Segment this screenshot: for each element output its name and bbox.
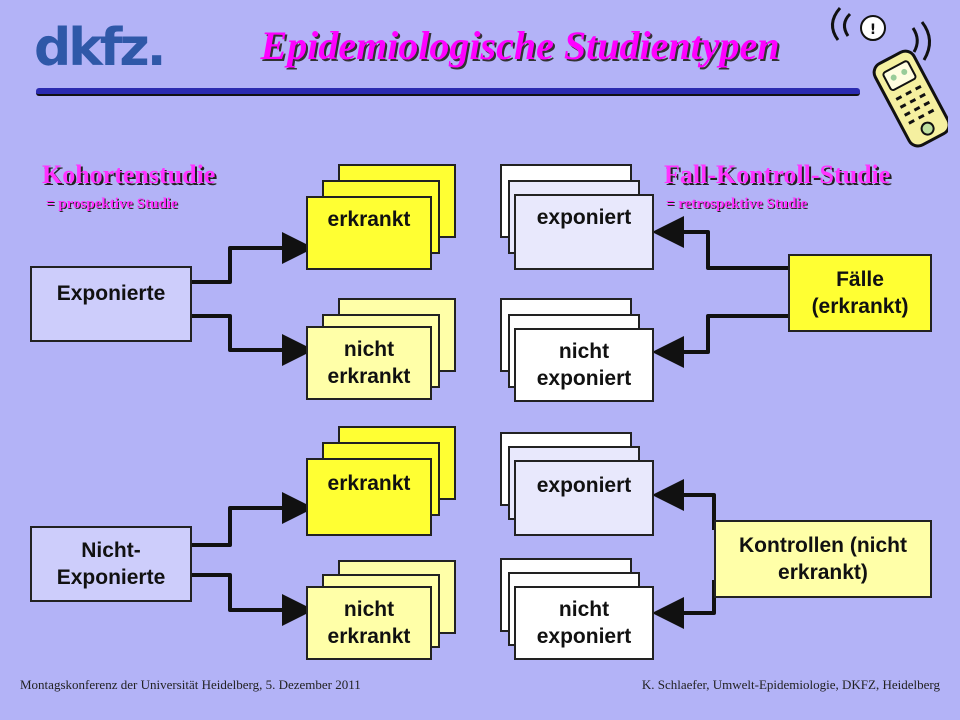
cohort-heading: Kohortenstudie	[42, 160, 216, 189]
exposed-box-cases: exponiert	[514, 194, 654, 270]
not-exposed-box-cases: nicht exponiert	[514, 328, 654, 402]
non-exposed-label: Nicht-Exponierte	[56, 538, 166, 589]
controls-group-box: Kontrollen (nicht erkrankt)	[714, 520, 932, 598]
case-control-subheading: = retrospektive Studie	[666, 196, 808, 212]
title-divider	[36, 88, 860, 96]
mobile-phone-icon: !	[831, 7, 948, 148]
page-title: Epidemiologische Studientypen	[260, 23, 780, 68]
dkfz-logo: dkfz.	[34, 18, 166, 78]
cases-group-box: Fälle (erkrankt)	[788, 254, 932, 332]
controls-label: Kontrollen (nicht erkrankt)	[739, 533, 907, 584]
cohort-subheading: = prospektive Studie	[46, 196, 178, 212]
footer-left: Montagskonferenz der Universität Heidelb…	[20, 677, 361, 692]
not-diseased-box-non-exposed: nicht erkrankt	[306, 586, 432, 660]
case-control-heading: Fall-Kontroll-Studie	[664, 160, 891, 189]
cases-label: Fälle (erkrankt)	[811, 267, 909, 318]
non-exposed-group-box: Nicht-Exponierte	[30, 526, 192, 602]
diseased-box-non-exposed: erkrankt	[306, 458, 432, 536]
svg-text:!: !	[870, 22, 876, 38]
exposed-box-controls: exponiert	[514, 460, 654, 536]
not-diseased-box-exposed: nicht erkrankt	[306, 326, 432, 400]
not-exposed-box-controls: nicht exponiert	[514, 586, 654, 660]
footer-right: K. Schlaefer, Umwelt-Epidemiologie, DKFZ…	[641, 677, 940, 692]
diseased-box-exposed: erkrankt	[306, 196, 432, 270]
exposed-group-box: Exponierte	[30, 266, 192, 342]
